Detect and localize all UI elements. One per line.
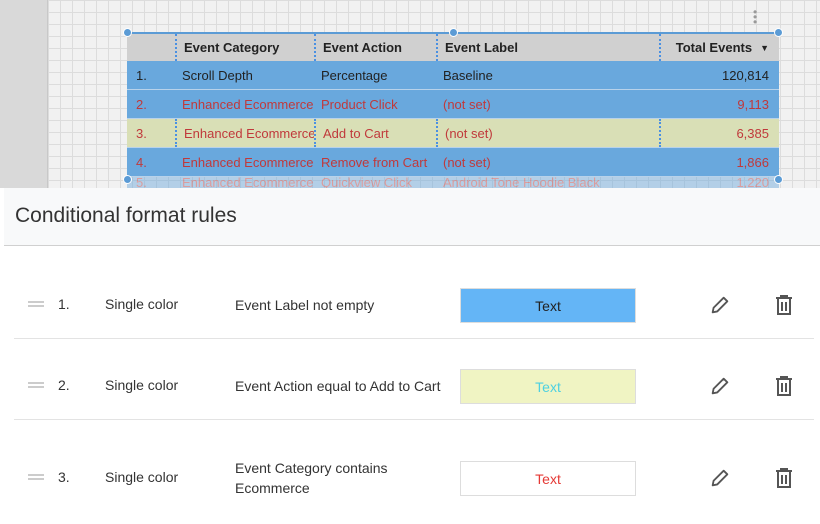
drag-handle-icon[interactable] <box>28 382 44 388</box>
row-index-cell: 5. <box>136 177 147 188</box>
event-category-cell: Enhanced Ecommerce <box>182 96 314 112</box>
total-events-cell: 1,866 <box>736 154 769 170</box>
total-events-cell: 6,385 <box>659 119 779 147</box>
edit-pencil-icon[interactable] <box>709 467 731 489</box>
event-action-cell: Product Click <box>321 96 398 112</box>
row-index-cell: 3. <box>136 125 147 141</box>
rule-color-preview[interactable]: Text <box>460 369 636 404</box>
edit-pencil-icon[interactable] <box>709 375 731 397</box>
event-action-cell: Quickview Click <box>321 177 413 188</box>
rule-condition: Event Category contains Ecommerce <box>235 460 388 496</box>
resize-handle[interactable] <box>123 28 132 37</box>
event-label-cell: Baseline <box>443 67 493 83</box>
row-index-cell: 2. <box>136 96 147 112</box>
table-row[interactable]: 1. Scroll Depth Percentage Baseline 120,814 <box>127 61 779 90</box>
table-header-row: Event Category Event Action Event Label … <box>127 34 779 61</box>
row-index-cell: 4. <box>136 154 147 170</box>
event-label-cell: (not set) <box>443 154 491 170</box>
resize-handle[interactable] <box>774 175 783 184</box>
event-label-cell: (not set) <box>436 119 659 147</box>
header-event-action[interactable]: Event Action <box>314 34 436 61</box>
format-rule[interactable]: 1. Single color Event Label not empty Te… <box>14 258 814 339</box>
header-event-category[interactable]: Event Category <box>175 34 314 61</box>
delete-trash-icon[interactable] <box>774 375 794 397</box>
table-row[interactable]: 2. Enhanced Ecommerce Product Click (not se… <box>127 90 779 119</box>
rule-color-preview[interactable]: Text <box>460 461 636 496</box>
row-index-cell: 1. <box>136 67 147 83</box>
format-rule[interactable]: 2. Single color Event Action equal to Ad… <box>14 339 814 420</box>
event-label-cell: (not set) <box>443 96 491 112</box>
delete-trash-icon[interactable] <box>774 467 794 489</box>
rule-number: 2. <box>58 377 70 393</box>
total-events-cell: 9,113 <box>737 96 769 112</box>
drag-handle-icon[interactable] <box>28 301 44 307</box>
conditional-format-panel: Conditional format rules 1. Single color… <box>4 188 820 524</box>
event-action-cell: Remove from Cart <box>321 154 428 170</box>
rule-number: 1. <box>58 296 70 312</box>
event-category-cell: Enhanced Ecommerce <box>175 119 314 147</box>
resize-handle[interactable] <box>774 28 783 37</box>
event-category-cell: Enhanced Ecommerce <box>182 177 314 188</box>
header-total-events[interactable]: Total Events ▼ <box>659 34 779 61</box>
header-index <box>127 34 175 61</box>
total-events-cell: 1,220 <box>736 177 769 188</box>
panel-title: Conditional format rules <box>4 188 820 246</box>
rule-color-preview[interactable]: Text <box>460 288 636 323</box>
table-row[interactable]: 5. Enhanced Ecommerce Quickview Click Andro… <box>127 177 779 188</box>
rule-type: Single color <box>105 296 179 312</box>
event-category-cell: Scroll Depth <box>182 67 253 83</box>
header-event-label[interactable]: Event Label <box>436 34 659 61</box>
event-action-cell: Add to Cart <box>314 119 436 147</box>
event-action-cell: Percentage <box>321 67 388 83</box>
rule-condition: Event Label not empty <box>235 297 375 313</box>
rule-type: Single color <box>105 469 179 485</box>
event-category-cell: Enhanced Ecommerce <box>182 154 314 170</box>
header-total-events-label: Total Events <box>675 40 753 55</box>
resize-handle[interactable] <box>449 28 458 37</box>
rule-number: 3. <box>58 469 70 485</box>
total-events-cell: 120,814 <box>722 67 769 83</box>
data-table[interactable]: Event Category Event Action Event Label … <box>127 32 779 188</box>
more-options-icon[interactable]: ••• <box>753 5 758 29</box>
resize-handle[interactable] <box>123 175 132 184</box>
drag-handle-icon[interactable] <box>28 474 44 480</box>
delete-trash-icon[interactable] <box>774 294 794 316</box>
report-canvas: ••• Event Category Event Action Event La… <box>0 0 820 188</box>
format-rule[interactable]: 3. Single color Event Category contains … <box>14 420 814 510</box>
rule-condition: Event Action equal to Add to Cart <box>235 378 441 394</box>
rule-type: Single color <box>105 377 179 393</box>
event-label-cell: Android Tone Hoodie Black <box>443 177 600 188</box>
table-row[interactable]: 4. Enhanced Ecommerce Remove from Cart (not… <box>127 148 779 177</box>
caret-down-icon: ▼ <box>760 42 769 53</box>
left-rail <box>0 0 48 188</box>
edit-pencil-icon[interactable] <box>709 294 731 316</box>
